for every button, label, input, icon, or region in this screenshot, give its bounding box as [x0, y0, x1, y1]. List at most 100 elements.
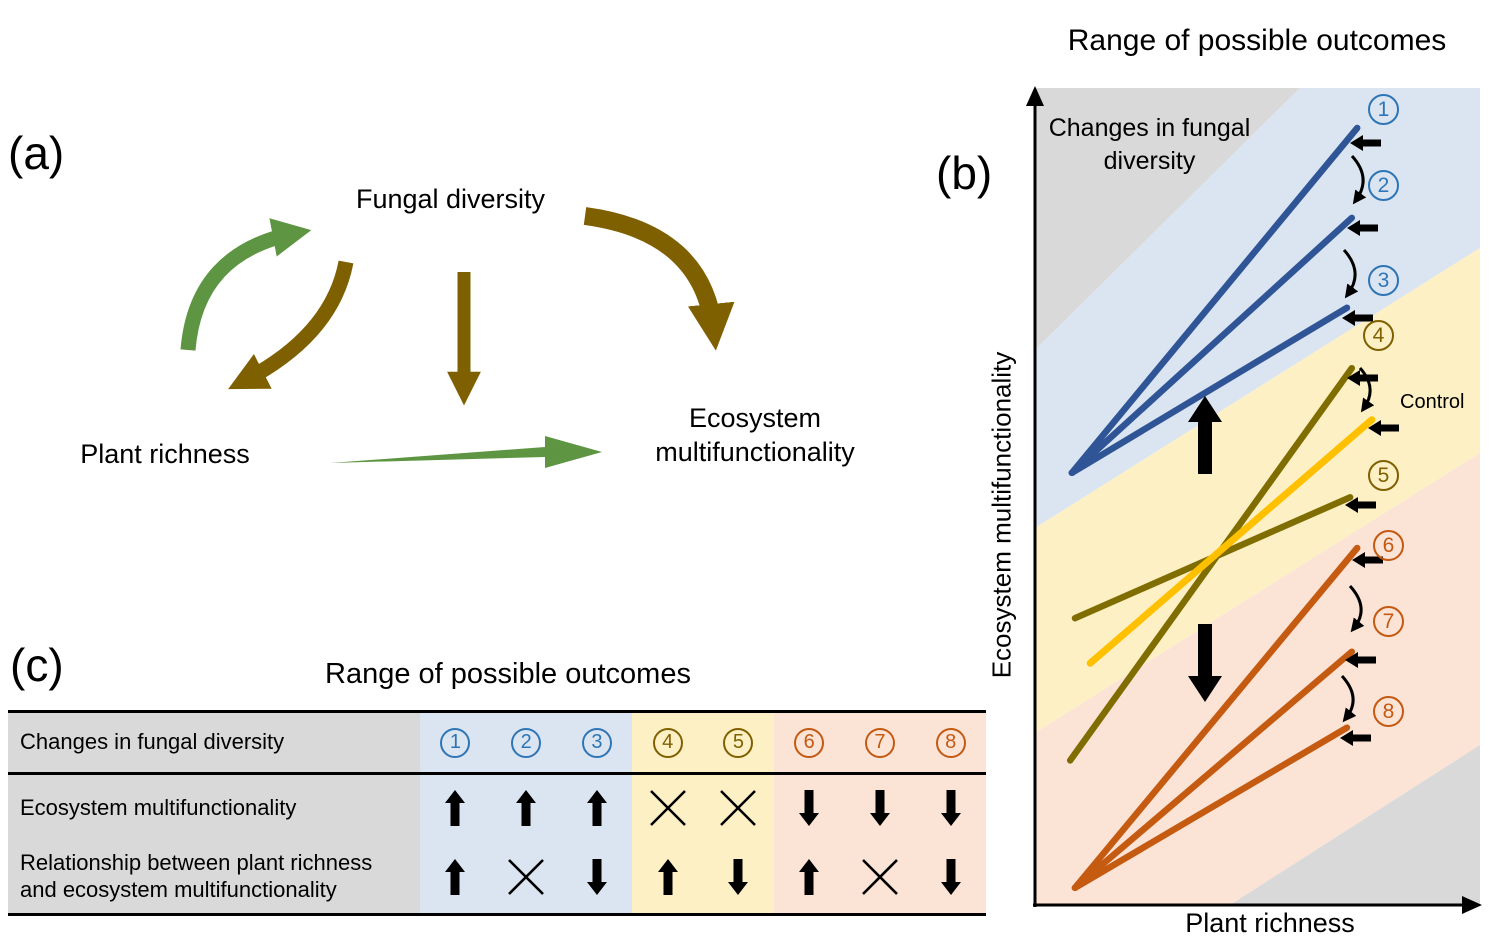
outcome-cell-row-3-col3 — [561, 841, 633, 913]
outcome-cell-row-2-col7 — [844, 775, 916, 841]
arrow-plant-to-ecosystem-icon — [330, 436, 602, 468]
outcome-badge-2: 2 — [1368, 170, 1399, 201]
outcome-cell-row-3-col6 — [773, 841, 845, 913]
x-axis-label: Plant richness — [1185, 908, 1355, 938]
cross-icon — [861, 859, 898, 895]
table-row-relationship: Relationship between plant richness and … — [8, 841, 986, 913]
outcome-number-6: 6 — [794, 727, 825, 758]
outcome-cell-row-2-col2 — [490, 775, 562, 841]
chart-line-2 — [1068, 214, 1356, 477]
cross-icon — [649, 790, 686, 826]
chart-annotations — [1188, 135, 1399, 746]
outcome-header-cell-2: 2 — [490, 713, 562, 772]
shift-left-arrow-icon — [1340, 730, 1371, 746]
panel-b-axes — [1026, 86, 1482, 914]
shift-left-arrow-icon — [1345, 652, 1376, 668]
shift-arc-icon — [1342, 248, 1359, 299]
outcome-badge-6: 6 — [1373, 530, 1404, 561]
shift-left-arrow-icon — [1342, 310, 1373, 326]
chart-line-7 — [1071, 648, 1356, 892]
panel-b-bands — [1035, 88, 1480, 905]
shift-arc-icon — [1350, 154, 1367, 205]
big-down-arrow-icon — [1188, 624, 1222, 702]
row-label-ecosystem-multifunctionality: Ecosystem multifunctionality — [8, 775, 420, 841]
down-arrow-icon — [728, 859, 749, 895]
outcome-header-cell-3: 3 — [561, 713, 633, 772]
outcome-number-2: 2 — [511, 727, 542, 758]
shift-left-arrow-icon — [1350, 135, 1381, 151]
outcome-header-cell-6: 6 — [773, 713, 845, 772]
down-arrow-icon — [586, 859, 607, 895]
outcome-header-cell-7: 7 — [844, 713, 916, 772]
outcome-badge-7: 7 — [1373, 606, 1404, 637]
changes-in-fungal-diversity-note: Changes in fungal diversity — [1048, 114, 1251, 175]
outcome-cell-row-3-col5 — [703, 841, 774, 913]
cross-icon — [720, 790, 757, 826]
outcome-cell-row-2-col4 — [632, 775, 703, 841]
outcome-number-3: 3 — [581, 727, 612, 758]
outcome-header-cell-1: 1 — [420, 713, 491, 772]
shift-left-arrow-icon — [1347, 220, 1378, 236]
shift-left-arrow-icon — [1347, 370, 1378, 386]
down-arrow-icon — [940, 859, 961, 895]
arrow-plant-to-fungal-icon — [180, 218, 312, 351]
outcome-header-cell-5: 5 — [703, 713, 774, 772]
down-arrow-icon — [869, 790, 890, 826]
chart-line-8 — [1071, 724, 1351, 892]
shift-left-arrow-icon — [1345, 497, 1376, 513]
down-arrow-icon — [940, 790, 961, 826]
table-header-row: Changes in fungal diversity 1 2 3 4 5 6 7 8 — [8, 713, 986, 775]
x-axis-arrowhead-icon — [1462, 896, 1482, 914]
node-fungal-diversity: Fungal diversity — [355, 184, 546, 214]
control-label: Control — [1400, 391, 1465, 413]
panel-a-arrows — [180, 207, 735, 468]
outcome-badge-5: 5 — [1368, 460, 1399, 491]
panel-c-label: (c) — [10, 639, 64, 691]
outcome-cell-row-2-col1 — [420, 775, 491, 841]
chart-line-6 — [1071, 544, 1361, 892]
chart-lines — [1066, 124, 1376, 892]
outcome-cell-row-3-col2 — [490, 841, 562, 913]
panel-b-title: Range of possible outcomes — [1067, 24, 1447, 57]
row-label-changes-in-fungal-diversity: Changes in fungal diversity — [8, 713, 420, 772]
outcome-badge-3: 3 — [1368, 265, 1399, 296]
outcome-cell-row-3-col8 — [915, 841, 986, 913]
outcome-number-8: 8 — [935, 727, 966, 758]
up-arrow-icon — [586, 790, 607, 826]
shift-arc-icon — [1358, 366, 1375, 413]
up-arrow-icon — [799, 859, 820, 895]
table-row-ecosystem-multifunctionality: Ecosystem multifunctionality — [8, 775, 986, 841]
outcome-number-4: 4 — [652, 727, 683, 758]
outcome-badge-8: 8 — [1373, 696, 1404, 727]
outcome-number-5: 5 — [723, 727, 754, 758]
outcome-number-7: 7 — [864, 727, 895, 758]
outcome-badge-1: 1 — [1368, 94, 1399, 125]
shift-arc-icon — [1340, 674, 1357, 723]
outcome-cell-row-3-col4 — [632, 841, 703, 913]
panel-a-label: (a) — [8, 127, 65, 179]
cross-icon — [508, 859, 545, 895]
y-axis-label: Ecosystem multifunctionality — [986, 351, 1017, 679]
up-arrow-icon — [516, 790, 537, 826]
outcome-number-1: 1 — [440, 727, 471, 758]
row-label-relationship: Relationship between plant richness and … — [8, 841, 420, 913]
panel-c-title: Range of possible outcomes — [325, 658, 691, 690]
down-arrow-icon — [799, 790, 820, 826]
arrow-fungal-to-ecosystem-icon — [583, 207, 735, 351]
chart-line-control — [1086, 416, 1376, 667]
outcome-cell-row-2-col5 — [703, 775, 774, 841]
outcome-cell-row-3-col7 — [844, 841, 916, 913]
chart-line-4 — [1066, 364, 1356, 764]
up-arrow-icon — [445, 859, 466, 895]
outcome-cell-row-2-col8 — [915, 775, 986, 841]
node-plant-richness: Plant richness — [80, 439, 250, 469]
outcome-badge-4: 4 — [1363, 320, 1394, 351]
outcome-cell-row-3-col1 — [420, 841, 491, 913]
panel-b-label: (b) — [936, 147, 993, 199]
up-arrow-icon — [657, 859, 678, 895]
big-up-arrow-icon — [1188, 396, 1222, 474]
shift-arc-icon — [1348, 584, 1365, 633]
outcome-cell-row-2-col3 — [561, 775, 633, 841]
